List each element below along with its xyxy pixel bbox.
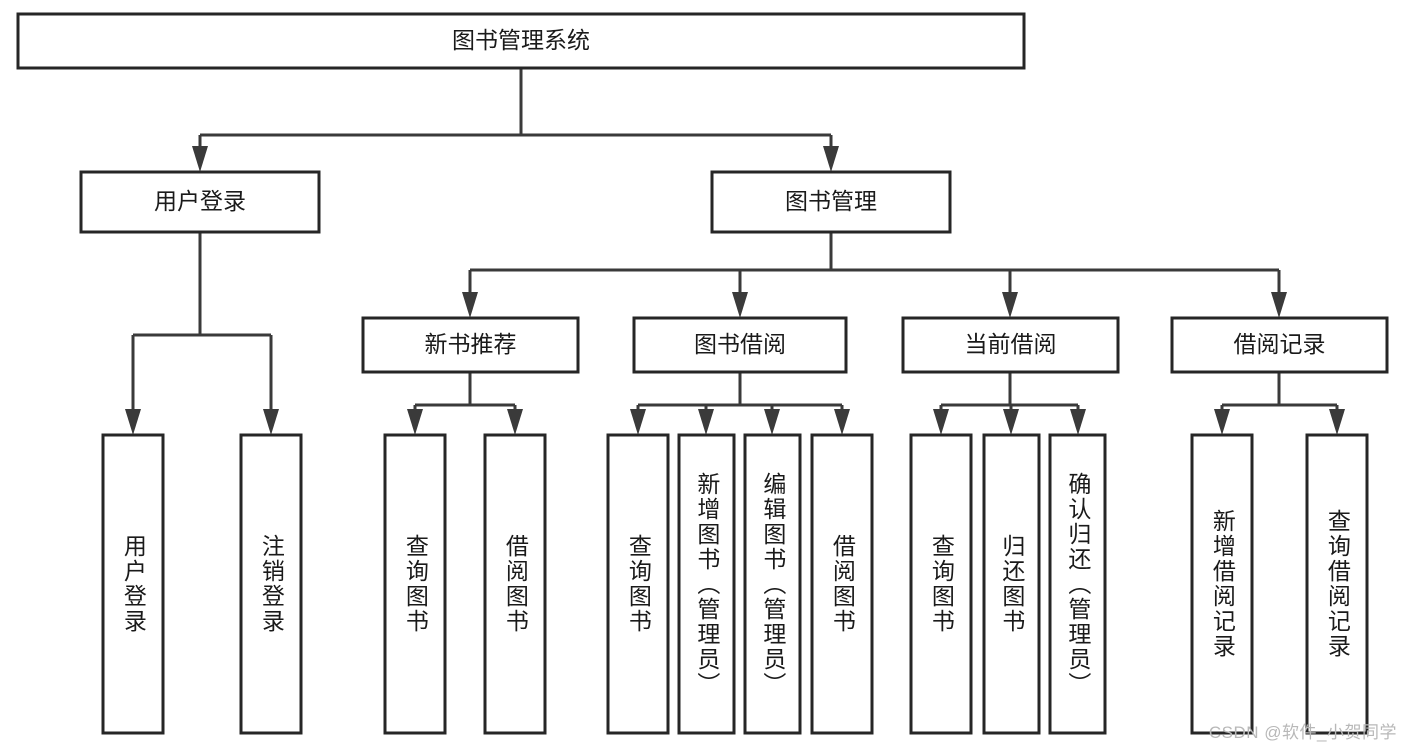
connector-bus bbox=[415, 372, 515, 407]
connector-edge bbox=[263, 335, 279, 435]
connector-edge bbox=[834, 405, 850, 435]
node-leaf-add-book[interactable] bbox=[677, 433, 736, 735]
node-label-login: 用户登录 bbox=[154, 188, 246, 214]
connector-edge bbox=[933, 405, 949, 435]
connector-edge bbox=[732, 270, 748, 318]
connector-bus bbox=[1222, 372, 1337, 407]
node-leaf-return-book[interactable] bbox=[982, 433, 1041, 735]
connector-edge bbox=[1214, 405, 1230, 435]
connector-edge bbox=[1003, 405, 1019, 435]
connector-edge bbox=[1002, 270, 1018, 318]
connector-bus bbox=[638, 372, 842, 407]
connector-edge bbox=[764, 405, 780, 435]
connector-edge bbox=[462, 270, 478, 318]
connector-bus bbox=[941, 372, 1078, 407]
node-leaf-query-record[interactable] bbox=[1305, 433, 1369, 735]
watermark: CSDN @软件_小贺同学 bbox=[1208, 723, 1397, 742]
connector-edge bbox=[1271, 270, 1287, 318]
connector-bus bbox=[470, 232, 1279, 272]
node-label-newbook: 新书推荐 bbox=[425, 331, 517, 357]
connector-bus bbox=[200, 68, 831, 137]
node-leaf-logout[interactable] bbox=[239, 433, 303, 735]
node-leaf-borrow-book-2[interactable] bbox=[810, 433, 874, 735]
node-label-records: 借阅记录 bbox=[1234, 331, 1326, 357]
node-current[interactable] bbox=[901, 316, 1120, 374]
node-bookmgmt[interactable] bbox=[710, 170, 952, 234]
node-leaf-confirm-return[interactable] bbox=[1048, 433, 1107, 735]
connector-edge bbox=[192, 135, 208, 172]
node-label-bookmgmt: 图书管理 bbox=[785, 188, 877, 214]
node-leaf-borrow-book-1[interactable] bbox=[483, 433, 547, 735]
connector-edge bbox=[507, 405, 523, 435]
node-leaf-query-book-2[interactable] bbox=[606, 433, 670, 735]
node-leaf-edit-book[interactable] bbox=[743, 433, 802, 735]
node-label-borrow: 图书借阅 bbox=[694, 331, 786, 357]
connector-edge bbox=[1070, 405, 1086, 435]
connector-edge bbox=[125, 335, 141, 435]
node-label-current: 当前借阅 bbox=[965, 331, 1057, 357]
node-borrow[interactable] bbox=[632, 316, 848, 374]
connector-edge bbox=[1329, 405, 1345, 435]
connector-edge bbox=[823, 135, 839, 172]
node-leaf-user-login[interactable] bbox=[101, 433, 165, 735]
connector-bus bbox=[133, 232, 271, 337]
node-records[interactable] bbox=[1170, 316, 1389, 374]
node-login[interactable] bbox=[79, 170, 321, 234]
node-leaf-add-record[interactable] bbox=[1190, 433, 1254, 735]
connector-edge bbox=[407, 405, 423, 435]
node-root[interactable] bbox=[16, 12, 1026, 70]
node-leaf-query-book-1[interactable] bbox=[383, 433, 447, 735]
node-label-root: 图书管理系统 bbox=[452, 27, 590, 53]
connector-edge bbox=[698, 405, 714, 435]
node-newbook[interactable] bbox=[361, 316, 580, 374]
connector-edge bbox=[630, 405, 646, 435]
connector-layer bbox=[125, 68, 1345, 435]
node-leaf-query-book-3[interactable] bbox=[909, 433, 973, 735]
